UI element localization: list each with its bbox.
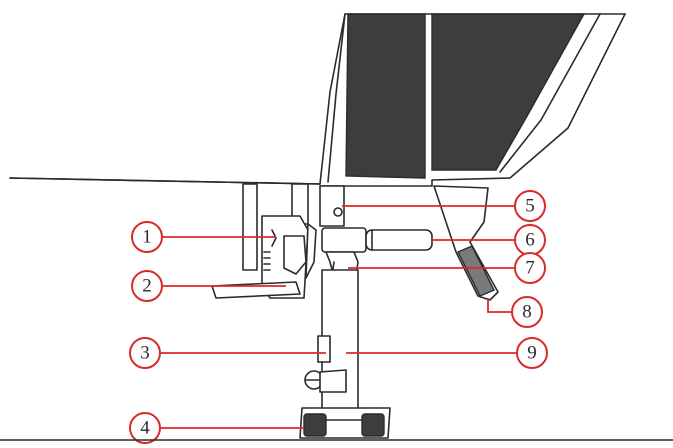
callout-4: 4 [129,412,161,444]
callout-6-label: 6 [525,230,535,251]
callout-5-label: 5 [525,196,535,217]
thread-cutter-lever [433,185,499,301]
callout-1: 1 [131,221,163,253]
callout-3: 3 [129,337,161,369]
callout-4-label: 4 [140,418,150,439]
callout-9: 9 [516,337,548,369]
callout-8-label: 8 [522,302,532,323]
callout-1-label: 1 [142,227,152,248]
left-panel [345,13,426,179]
needle-bar-assembly [211,183,433,439]
callout-3-label: 3 [140,343,150,364]
leader-lines [160,205,517,429]
callout-9-label: 9 [527,343,537,364]
callout-7-label: 7 [525,258,535,279]
leader-8 [487,298,512,313]
right-panel [431,13,586,171]
machine-head [9,13,626,187]
callout-2: 2 [131,270,163,302]
callout-6: 6 [514,224,546,256]
callout-2-label: 2 [142,276,152,297]
callout-8: 8 [511,296,543,328]
callout-5: 5 [514,190,546,222]
callout-7: 7 [514,252,546,284]
